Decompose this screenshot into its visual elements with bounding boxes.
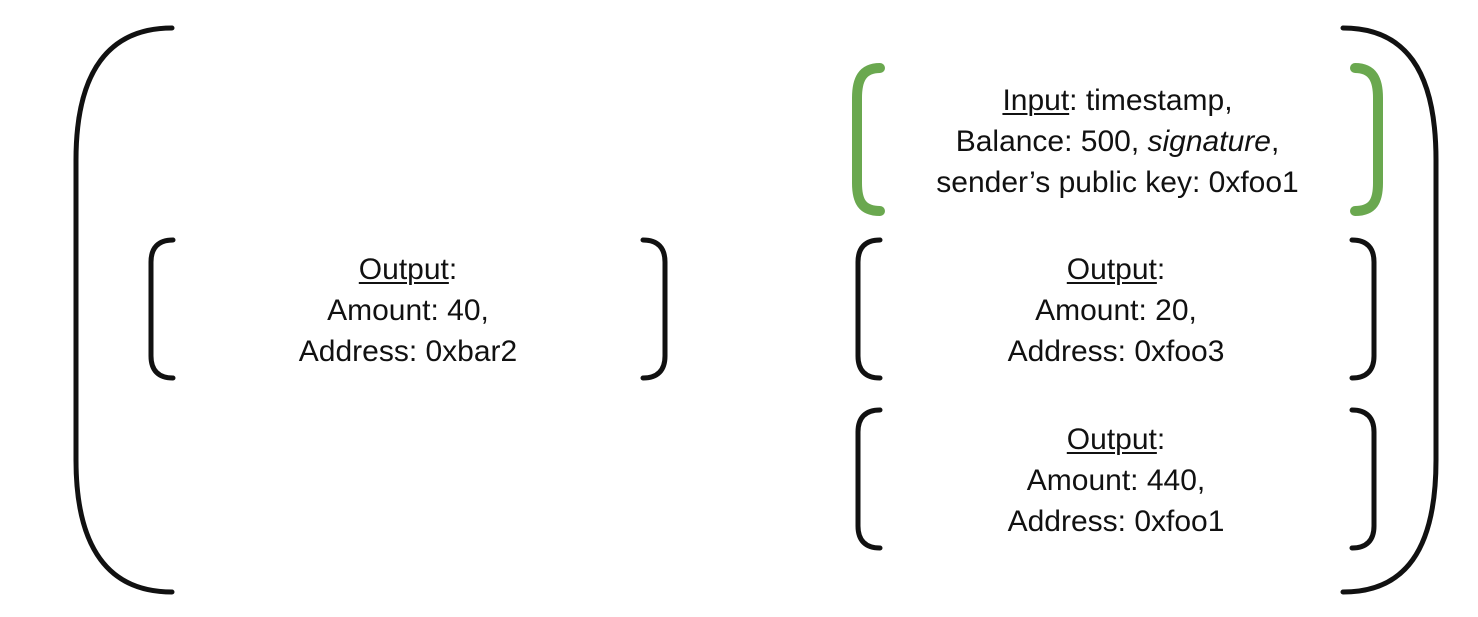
output-heading: Output [1066,253,1157,286]
output-heading: Output [1066,423,1157,456]
output-heading-suffix: : [1156,423,1166,456]
output-block-1: Output: Amount: 40, Address: 0xbar2 [173,249,643,372]
output-heading-line: Output: [880,249,1352,290]
output-block-2: Output: Amount: 20, Address: 0xfoo3 [880,249,1352,372]
output2-left-bracket [855,237,883,381]
outer-left-bracket [73,25,175,595]
input-sender-key: sender’s public key: 0xfoo1 [936,166,1299,199]
input-heading: Input [1002,84,1070,117]
input-balance: Balance: 500, [955,125,1148,158]
output-amount: Amount: 40, [327,294,489,327]
input-block: Input: timestamp, Balance: 500, signatur… [880,80,1355,203]
output-address: Address: 0xfoo3 [1007,335,1225,368]
input-heading-line: Input: timestamp, [880,80,1355,121]
output3-right-bracket [1349,407,1377,551]
output-amount: Amount: 20, [1035,294,1197,327]
input-signature: signature [1147,125,1271,158]
output-heading-suffix: : [1156,253,1166,286]
output-heading: Output [358,253,449,286]
input-signature-suffix: , [1270,125,1280,158]
output-heading-line: Output: [173,249,643,290]
output1-right-bracket [640,237,668,381]
input-right-bracket [1350,63,1383,216]
output-block-3: Output: Amount: 440, Address: 0xfoo1 [880,419,1352,542]
output-amount: Amount: 440, [1026,464,1206,497]
output3-left-bracket [855,407,883,551]
output1-left-bracket [148,237,176,381]
outer-right-bracket [1340,25,1439,595]
output-heading-suffix: : [448,253,458,286]
input-left-bracket [852,63,885,216]
output2-right-bracket [1349,237,1377,381]
output-heading-line: Output: [880,419,1352,460]
output-address: Address: 0xfoo1 [1007,505,1225,538]
output-address: Address: 0xbar2 [298,335,518,368]
input-heading-suffix: : timestamp, [1069,84,1233,117]
input-balance-line: Balance: 500, signature, [880,121,1355,162]
